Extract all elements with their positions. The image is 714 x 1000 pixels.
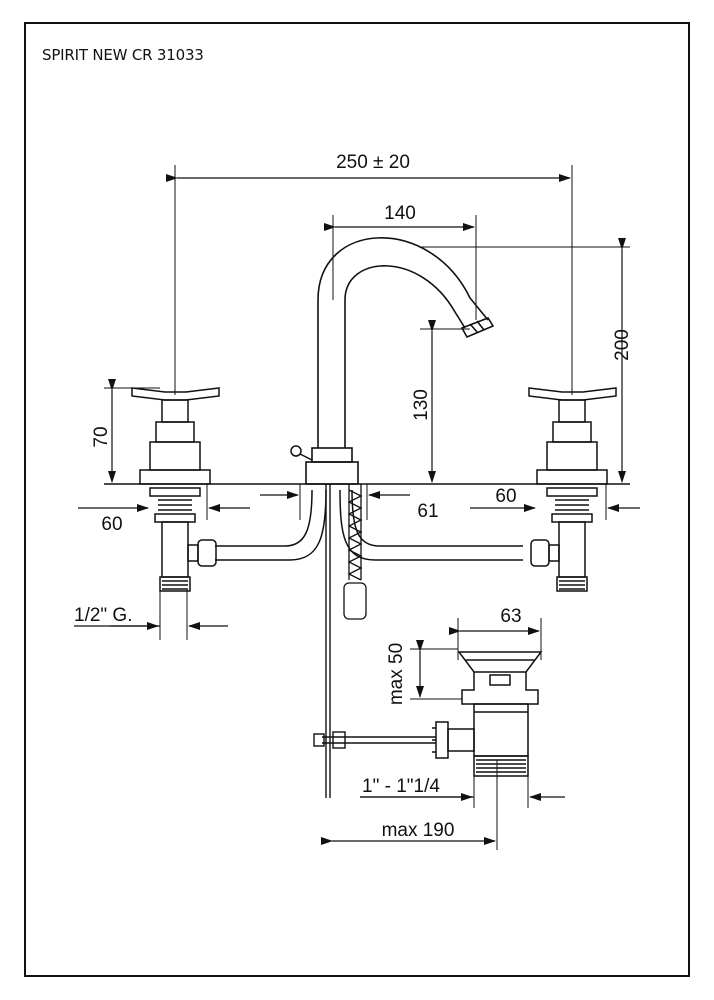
drawing-title: SPIRIT NEW CR 31033 [42,46,204,64]
dim-right-hole: 60 [495,486,516,507]
dim-waste-thread: 1" - 1"1/4 [362,776,440,797]
dim-spout-height-total: 200 [612,329,633,361]
spout [305,237,495,485]
hoses [187,489,560,567]
dim-spout-outlet-height: 130 [411,389,432,421]
dim-waste-height: max 50 [386,643,407,705]
dim-spout-reach: 140 [384,203,416,224]
dim-rod-distance: max 190 [382,820,455,841]
right-valve [528,387,617,592]
extension-lines [104,165,630,850]
drawing-frame [24,22,690,977]
popup-rod [313,484,436,798]
dim-center-hole: 61 [417,501,438,522]
waste-assembly [432,651,543,777]
dim-overall-width: 250 ± 20 [336,152,410,173]
popup-lever [290,445,313,461]
dim-left-hole: 60 [101,514,122,535]
dim-handle-height: 70 [91,426,112,447]
left-valve [131,387,220,592]
dimension-arrows [78,174,640,845]
dim-waste-diameter: 63 [500,606,521,627]
dim-inlet-thread: 1/2" G. [74,605,133,626]
center-flex-hose [343,484,367,620]
